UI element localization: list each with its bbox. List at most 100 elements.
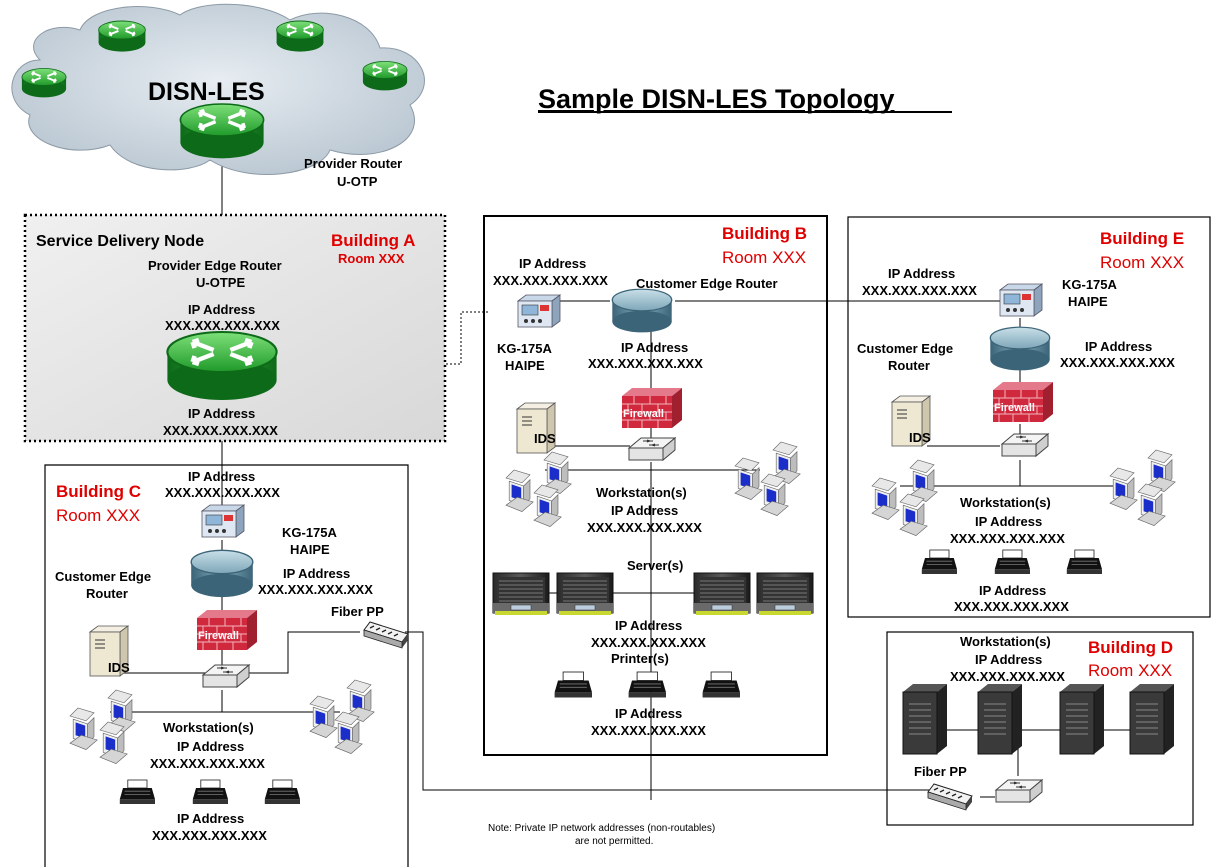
c-ids-icon: IDS <box>89 625 130 677</box>
cloud-router-1 <box>97 20 147 53</box>
note-line-2: are not permitted. <box>575 836 653 847</box>
e-switch-icon <box>1001 433 1049 457</box>
e-prn-ip-label: IP Address <box>979 583 1046 598</box>
b-srv-ip-value: XXX.XXX.XXX.XXX <box>591 635 706 650</box>
b-ids-icon: IDS <box>516 402 556 454</box>
b-ws-ip-label: IP Address <box>611 503 678 518</box>
c-fiber-pp-icon <box>363 621 409 649</box>
b-haipe-label: KG-175A <box>497 341 553 356</box>
page-title: Sample DISN-LES Topology <box>538 84 895 114</box>
e-prn-ip-value: XXX.XXX.XXX.XXX <box>954 599 1069 614</box>
svg-text:Firewall: Firewall <box>994 402 1035 414</box>
e-haipe-icon <box>999 283 1043 317</box>
c-ws-ip-value: XXX.XXX.XXX.XXX <box>150 756 265 771</box>
e-ce-label: Customer Edge <box>857 341 953 356</box>
c-haipe-name: HAIPE <box>290 542 330 557</box>
sdn-label: Service Delivery Node <box>36 233 204 250</box>
building-b-label: Building B <box>722 224 807 243</box>
e-ce-ip-value: XXX.XXX.XXX.XXX <box>1060 355 1175 370</box>
e-ce-name: Router <box>888 358 930 373</box>
c-haipe-icon <box>201 504 245 538</box>
cloud-router-3 <box>20 67 68 99</box>
b-ce-router-icon <box>611 288 673 334</box>
c-fiber-label: Fiber PP <box>331 604 384 619</box>
d-ws-ip-label: IP Address <box>975 652 1042 667</box>
svg-text:IDS: IDS <box>909 430 931 445</box>
c-ce-router-icon <box>190 549 254 598</box>
pe-router-icon <box>167 332 276 400</box>
c-workstations-right <box>309 679 375 754</box>
b-printers <box>554 671 741 698</box>
b-haipe-name: HAIPE <box>505 358 545 373</box>
e-workstations-left <box>871 459 938 536</box>
building-e-label: Building E <box>1100 229 1184 248</box>
c-prn-ip-label: IP Address <box>177 811 244 826</box>
b-haipe-ip-value: XXX.XXX.XXX.XXX <box>493 273 608 288</box>
c-ce-ip-value: XXX.XXX.XXX.XXX <box>258 582 373 597</box>
d-ws-label: Workstation(s) <box>960 634 1051 649</box>
b-firewall-icon: Firewall <box>621 387 683 429</box>
c-ce-label: Customer Edge <box>55 569 151 584</box>
cloud-router-4 <box>361 60 409 92</box>
e-ids-icon: IDS <box>891 395 931 447</box>
building-b: Building B Room XXX IP Address XXX.XXX.X… <box>483 215 828 756</box>
pe-router-name: U-OTPE <box>196 275 245 290</box>
svg-text:IDS: IDS <box>108 660 130 675</box>
c-firewall-icon: Firewall <box>196 609 258 651</box>
c-ws-ip-label: IP Address <box>177 739 244 754</box>
building-c-label: Building C <box>56 482 141 501</box>
provider-router-name: U-OTP <box>337 174 378 189</box>
b-prn-ip-value: XXX.XXX.XXX.XXX <box>591 723 706 738</box>
b-ce-label: Customer Edge Router <box>636 276 778 291</box>
building-e-room: Room XXX <box>1100 253 1184 272</box>
c-ce-ip-label: IP Address <box>283 566 350 581</box>
cloud-label: DISN-LES <box>148 78 265 106</box>
building-d-room: Room XXX <box>1088 661 1172 680</box>
d-fiber-label: Fiber PP <box>914 764 967 779</box>
e-printers <box>921 549 1103 575</box>
c-workstations-left <box>69 689 136 764</box>
e-ws-ip-value: XXX.XXX.XXX.XXX <box>950 531 1065 546</box>
e-haipe-label: KG-175A <box>1062 277 1118 292</box>
svg-text:Firewall: Firewall <box>623 408 664 420</box>
building-e: Building E Room XXX IP Address XXX.XXX.X… <box>847 216 1211 618</box>
e-workstations-right <box>1109 449 1176 526</box>
b-srv-ip-label: IP Address <box>615 618 682 633</box>
b-prn-ip-label: IP Address <box>615 706 682 721</box>
e-haipe-name: HAIPE <box>1068 294 1108 309</box>
provider-router-label: Provider Router <box>304 156 402 171</box>
b-ws-label: Workstation(s) <box>596 485 687 500</box>
e-haipe-ip-value: XXX.XXX.XXX.XXX <box>862 283 977 298</box>
b-switch-icon <box>628 437 676 461</box>
e-haipe-ip-label: IP Address <box>888 266 955 281</box>
b-haipe-ip-label: IP Address <box>519 256 586 271</box>
e-firewall-icon: Firewall <box>992 381 1054 423</box>
note-line-1: Note: Private IP network addresses (non-… <box>488 823 715 834</box>
c-haipe-label: KG-175A <box>282 525 338 540</box>
provider-router-icon <box>178 102 266 161</box>
cloud-router-2 <box>275 20 325 53</box>
b-workstations-right <box>734 441 801 516</box>
building-a-room: Room XXX <box>338 251 405 266</box>
building-d-label: Building D <box>1088 638 1173 657</box>
svg-text:IDS: IDS <box>534 431 556 446</box>
building-b-room: Room XXX <box>722 248 806 267</box>
c-ce-name: Router <box>86 586 128 601</box>
b-ce-ip-label: IP Address <box>621 340 688 355</box>
pe-ip-top-label: IP Address <box>188 302 255 317</box>
b-ws-ip-value: XXX.XXX.XXX.XXX <box>587 520 702 535</box>
pe-ip-bottom-value: XXX.XXX.XXX.XXX <box>163 423 278 438</box>
pe-ip-top-value: XXX.XXX.XXX.XXX <box>165 318 280 333</box>
b-servers <box>492 572 814 616</box>
building-c: Building C Room XXX IP Address XXX.XXX.X… <box>44 464 409 867</box>
b-workstations-left <box>505 451 572 527</box>
d-servers <box>902 683 1175 755</box>
building-a-label: Building A <box>331 231 415 250</box>
c-prn-ip-value: XXX.XXX.XXX.XXX <box>152 828 267 843</box>
c-printers <box>119 779 301 805</box>
c-haipe-ip-value: XXX.XXX.XXX.XXX <box>165 485 280 500</box>
d-ws-ip-value: XXX.XXX.XXX.XXX <box>950 669 1065 684</box>
c-haipe-ip-label: IP Address <box>188 469 255 484</box>
pe-router-label: Provider Edge Router <box>148 258 282 273</box>
